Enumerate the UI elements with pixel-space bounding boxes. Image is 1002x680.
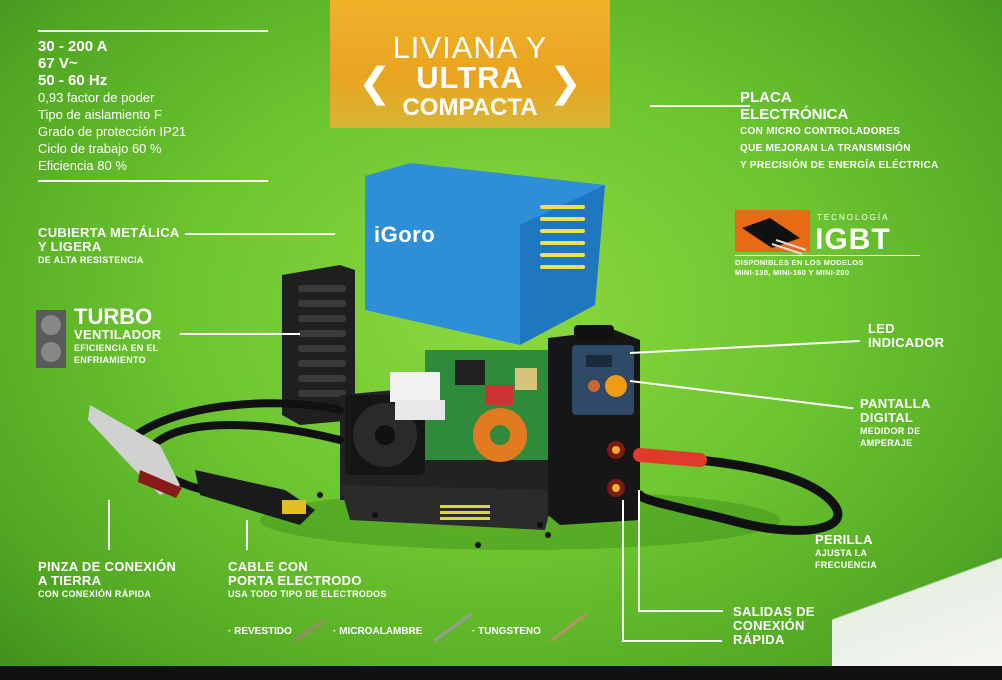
callout-perilla-title: PERILLA	[815, 532, 873, 547]
leader-salidas-4	[622, 640, 722, 642]
callout-cable-title1: CABLE CON	[228, 559, 308, 574]
spec-insulation: Tipo de aislamiento F	[38, 107, 162, 122]
spec-amperage: 30 - 200 A	[38, 38, 108, 55]
electrode-holder	[195, 470, 315, 525]
callout-pantalla-sub1: MEDIDOR DE	[860, 426, 921, 436]
igbt-chip-icon	[735, 210, 810, 255]
callout-pinza: PINZA DE CONEXIÓN A TIERRA CON CONEXIÓN …	[38, 560, 176, 600]
callout-turbo-sub1: EFICIENCIA EN EL	[74, 343, 159, 353]
callout-pinza-sub: CON CONEXIÓN RÁPIDA	[38, 589, 152, 599]
specs-top-rule	[38, 30, 268, 32]
callout-salidas-title3: RÁPIDA	[733, 632, 785, 647]
callout-cable-title2: PORTA ELECTRODO	[228, 573, 362, 588]
callout-turbo-title2: VENTILADOR	[74, 327, 162, 342]
spec-protection: Grado de protección IP21	[38, 124, 187, 139]
callout-perilla-sub1: AJUSTA LA	[815, 548, 868, 558]
callout-placa: PLACA ELECTRÓNICA CON MICRO CONTROLADORE…	[740, 90, 939, 174]
callout-salidas-title1: SALIDAS DE	[733, 604, 815, 619]
electrode-type-1-label: REVESTIDO	[234, 626, 292, 637]
specs-bottom-rule	[38, 180, 268, 182]
electrode-icons	[293, 613, 587, 642]
callout-cable: CABLE CON PORTA ELECTRODO USA TODO TIPO …	[228, 560, 387, 600]
banner-line1: LIVIANA Y	[392, 30, 548, 65]
callout-pantalla-title2: DIGITAL	[860, 410, 914, 425]
callout-pantalla-sub2: AMPERAJE	[860, 438, 913, 448]
callout-cubierta: CUBIERTA METÁLICA Y LIGERA DE ALTA RESIS…	[38, 226, 180, 266]
banner: ❮ ❯ LIVIANA Y ULTRA COMPACTA	[330, 0, 610, 128]
callout-turbo-title1: TURBO	[74, 304, 153, 329]
leader-salidas-3	[622, 500, 624, 640]
bottom-bar	[0, 666, 1002, 680]
callout-cable-sub: USA TODO TIPO DE ELECTRODOS	[228, 589, 387, 599]
callout-led-title2: INDICADOR	[868, 335, 945, 350]
callout-igbt-sub1: DISPONIBLES EN LOS MODELOS	[735, 258, 864, 267]
leader-pinza	[108, 500, 110, 550]
callout-pantalla: PANTALLA DIGITAL MEDIDOR DE AMPERAJE	[860, 397, 931, 449]
spec-voltage: 67 V~	[38, 55, 78, 72]
callout-perilla-sub2: FRECUENCIA	[815, 560, 878, 570]
callout-placa-title1: PLACA	[740, 89, 792, 106]
spec-power-factor: 0,93 factor de poder	[38, 90, 155, 105]
callout-salidas: SALIDAS DE CONEXIÓN RÁPIDA	[733, 605, 815, 647]
electrode-type-2: · MICROALAMBRE	[333, 626, 423, 637]
callout-igbt-sub2: MINI-130, MINI-160 Y MINI-200	[735, 268, 850, 277]
callout-igbt-small: TECNOLOGÍA	[817, 213, 890, 222]
banner-line3: COMPACTA	[402, 94, 538, 121]
callout-led-title1: LED	[868, 321, 895, 336]
specs-block: 30 - 200 A 67 V~ 50 - 60 Hz 0,93 factor …	[38, 30, 273, 188]
background-corner	[832, 546, 1002, 666]
spec-frequency: 50 - 60 Hz	[38, 72, 108, 89]
callout-pinza-title1: PINZA DE CONEXIÓN	[38, 559, 177, 574]
callout-igbt-rule	[735, 255, 920, 256]
callout-led: LED INDICADOR	[868, 322, 944, 350]
electrode-type-2-label: MICROALAMBRE	[339, 626, 423, 637]
leader-salidas-2	[638, 610, 723, 612]
callout-placa-title2: ELECTRÓNICA	[740, 106, 849, 123]
callout-cubierta-title1: CUBIERTA METÁLICA	[38, 225, 180, 240]
callout-placa-sub3: Y PRECISIÓN DE ENERGÍA ELÉCTRICA	[740, 160, 939, 171]
callout-igbt-big: IGBT	[815, 223, 891, 256]
callout-turbo: TURBO VENTILADOR EFICIENCIA EN EL ENFRIA…	[74, 306, 162, 366]
electrode-type-3-label: TUNGSTENO	[478, 626, 541, 637]
fan-icon	[36, 310, 66, 368]
callout-placa-sub1: CON MICRO CONTROLADORES	[740, 126, 901, 137]
blue-cover	[365, 163, 605, 345]
callout-pinza-title2: A TIERRA	[38, 573, 102, 588]
back-panel	[282, 265, 355, 425]
ground-clamp	[88, 405, 182, 498]
callout-perilla: PERILLA AJUSTA LA FRECUENCIA	[815, 533, 877, 571]
brand-logo: iGoro	[374, 222, 436, 247]
leader-cable	[246, 520, 248, 550]
callout-turbo-sub2: ENFRIAMIENTO	[74, 355, 146, 365]
electrode-type-1: · REVESTIDO	[228, 626, 292, 637]
leader-placa	[650, 105, 750, 107]
callout-cubierta-sub: DE ALTA RESISTENCIA	[38, 255, 144, 265]
banner-line2: ULTRA	[416, 60, 524, 95]
spec-duty-cycle: Ciclo de trabajo 60 %	[38, 141, 162, 156]
callout-igbt: TECNOLOGÍA IGBT DISPONIBLES EN LOS MODEL…	[735, 207, 920, 283]
front-panel	[548, 325, 640, 525]
callout-pantalla-title1: PANTALLA	[860, 396, 931, 411]
callout-salidas-title2: CONEXIÓN	[733, 618, 805, 633]
chevron-left-icon: ❮	[358, 61, 392, 105]
circuit-board	[390, 350, 555, 462]
callout-placa-sub2: QUE MEJORAN LA TRANSMISIÓN	[740, 143, 911, 154]
electrode-type-3: · TUNGSTENO	[472, 626, 541, 637]
leader-turbo	[180, 333, 300, 335]
callout-cubierta-title2: Y LIGERA	[38, 239, 102, 254]
leader-salidas-1	[638, 490, 640, 610]
screws	[317, 492, 551, 548]
chevron-right-icon: ❯	[548, 61, 582, 105]
spec-efficiency: Eficiencia 80 %	[38, 158, 127, 173]
leader-cubierta	[185, 233, 335, 235]
